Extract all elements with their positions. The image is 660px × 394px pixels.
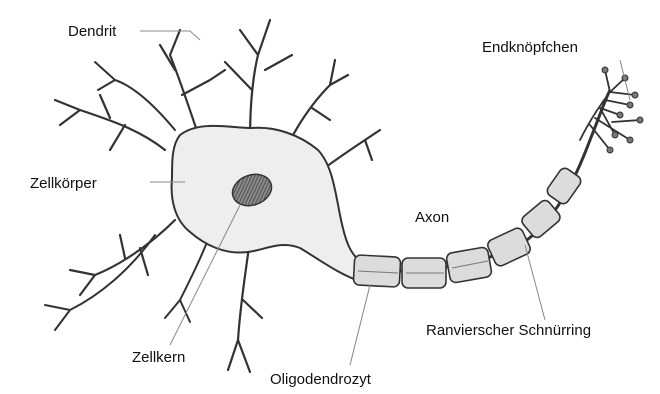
label-dendrit: Dendrit [68,23,117,40]
label-axon: Axon [415,209,449,226]
dendrite-branch [225,20,292,140]
dendrite-branch [45,235,155,330]
dendrite-branch [228,240,262,372]
leader-dendrit [140,31,200,40]
label-oligodendrozyt: Oligodendrozyt [270,371,372,388]
label-ranvier: Ranvierscher Schnürring [426,322,591,339]
leader-oligodendrozyt [350,285,370,365]
label-zellkoerper: Zellkörper [30,175,97,192]
myelin-sheath [353,166,583,288]
dendrite-branch [55,95,165,150]
leader-ranvier [525,245,545,320]
label-zellkern: Zellkern [132,349,185,366]
dendrite-branch [70,220,175,295]
label-endknopfchen: Endknöpfchen [482,39,578,56]
myelin-segment [520,198,563,240]
